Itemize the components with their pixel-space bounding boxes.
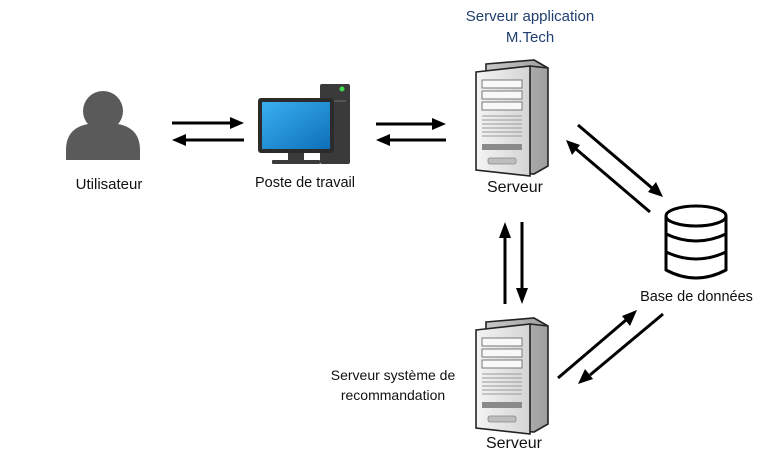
- reco-server-label: Serveur: [485, 435, 543, 452]
- arrow-reco-to-server: [499, 222, 511, 304]
- reco-server-title-line1: Serveur système de: [330, 367, 456, 383]
- database-label: Base de données: [640, 289, 753, 305]
- server-icon: [475, 317, 549, 435]
- arrow-database-to-server: [566, 140, 651, 214]
- app-server-title: Serveur application M.Tech: [440, 6, 620, 48]
- arrow-database-to-reco: [578, 312, 664, 384]
- app-server-label: Serveur: [486, 179, 544, 196]
- arrow-user-to-workstation: [172, 117, 244, 129]
- arrow-reco-to-database: [557, 310, 637, 380]
- arrow-workstation-to-server: [376, 118, 446, 130]
- workstation-label: Poste de travail: [255, 175, 355, 191]
- app-server-title-line1: Serveur application: [465, 8, 595, 25]
- app-server-title-line2: M.Tech: [505, 29, 555, 46]
- server-icon: [475, 59, 549, 177]
- arrow-server-to-database: [577, 123, 663, 197]
- arrow-workstation-to-user: [172, 134, 244, 146]
- reco-server-title: Serveur système de recommandation: [318, 365, 468, 405]
- database-icon: [664, 204, 728, 280]
- user-label: Utilisateur: [75, 176, 143, 193]
- arrow-server-to-reco: [516, 222, 528, 304]
- reco-server-title-line2: recommandation: [340, 387, 446, 403]
- person-icon: [66, 91, 140, 160]
- workstation-icon: [258, 84, 350, 164]
- arrow-server-to-workstation: [376, 134, 446, 146]
